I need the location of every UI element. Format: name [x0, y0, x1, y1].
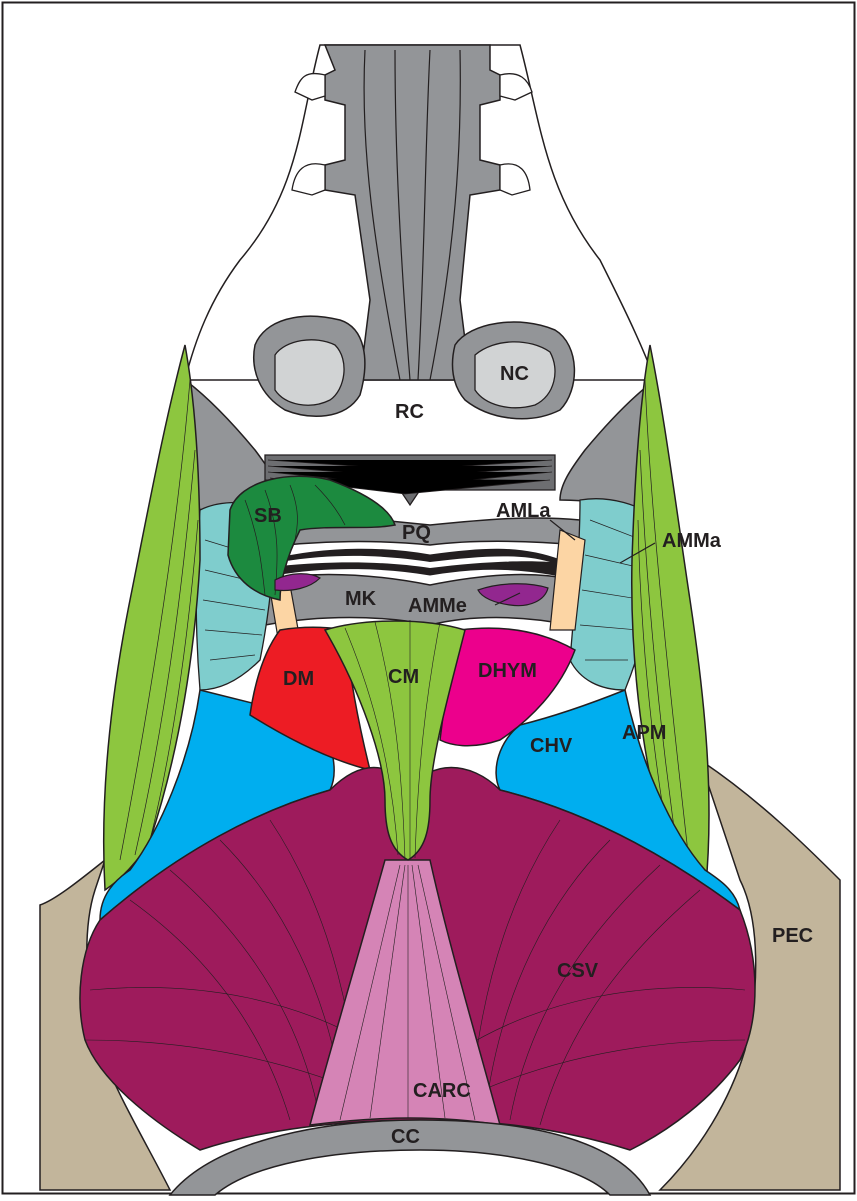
label-nc: NC — [500, 363, 529, 385]
label-dm: DM — [283, 668, 314, 690]
label-apm: APM — [622, 722, 666, 744]
label-csv: CSV — [557, 960, 599, 982]
label-mk: MK — [345, 588, 377, 610]
label-dhym: DHYM — [478, 660, 537, 682]
label-cm: CM — [388, 666, 419, 688]
label-amma: AMMa — [662, 530, 722, 552]
label-pq: PQ — [402, 522, 431, 544]
label-carc: CARC — [413, 1080, 471, 1102]
label-amla: AMLa — [496, 500, 551, 522]
label-cc: CC — [391, 1126, 420, 1148]
nasal-capsule-left-inner — [275, 340, 344, 405]
label-rc: RC — [395, 401, 424, 423]
label-amme: AMMe — [408, 595, 467, 617]
label-sb: SB — [254, 505, 282, 527]
label-chv: CHV — [530, 735, 573, 757]
label-pec: PEC — [772, 925, 813, 947]
